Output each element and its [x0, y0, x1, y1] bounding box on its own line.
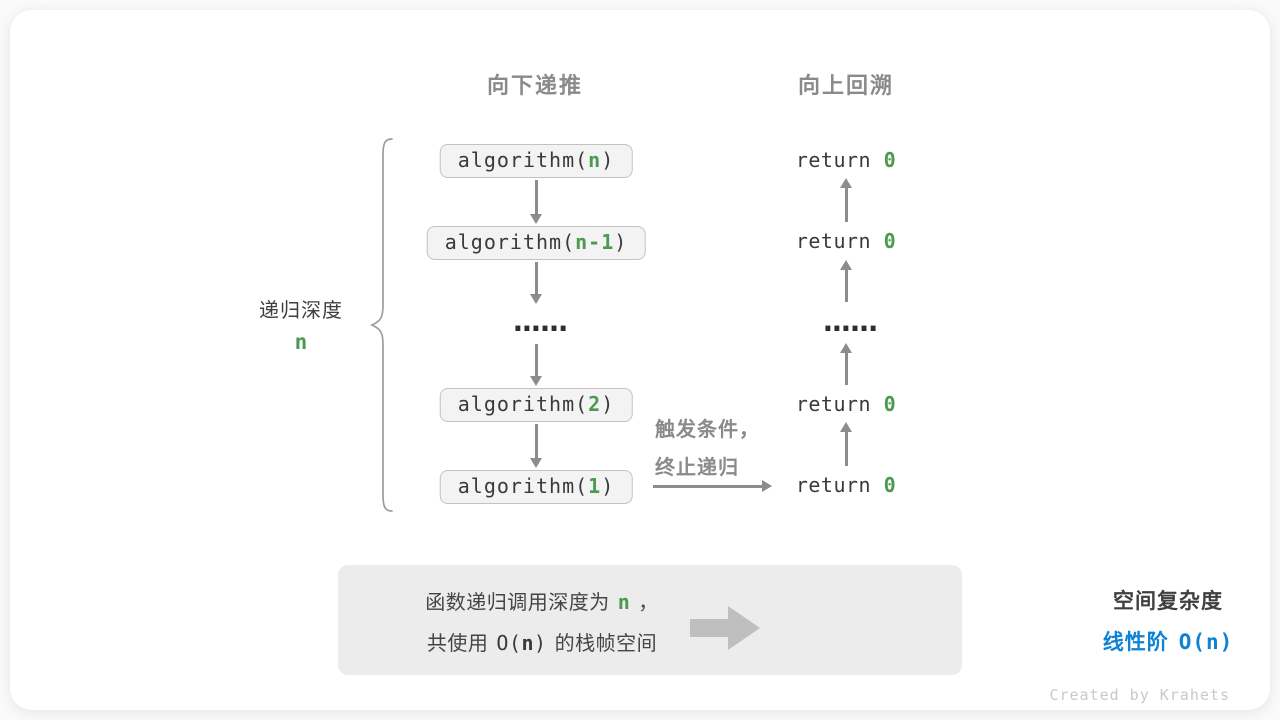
code-text: return — [795, 392, 884, 416]
call-box-algorithm-2: algorithm(2) — [439, 388, 633, 422]
code-text: return — [795, 148, 884, 172]
return-value: 0 — [883, 392, 897, 416]
call-box-algorithm-n-1: algorithm(n-1) — [426, 226, 646, 260]
code-text: algorithm( — [457, 148, 589, 172]
code-text: algorithm( — [457, 474, 589, 498]
big-arrow-right-icon — [690, 606, 760, 650]
code-text: return — [795, 229, 884, 253]
result-label: 线性阶 — [1102, 631, 1169, 654]
code-text: O( — [496, 631, 522, 655]
code-text: ) — [601, 392, 615, 416]
return-statement: return 0 — [796, 228, 896, 254]
ellipsis-down: ...... — [508, 304, 572, 339]
code-text: algorithm( — [457, 392, 589, 416]
result-big-o: O(n) — [1178, 630, 1234, 654]
summary-result: 空间复杂度 线性阶 O(n) — [1038, 582, 1280, 663]
ellipsis-up: ...... — [818, 304, 882, 339]
code-text: return — [795, 473, 884, 497]
code-arg: n-1 — [575, 230, 615, 254]
return-statement: return 0 — [796, 472, 896, 498]
arrow-right-icon — [653, 485, 763, 488]
return-statement: return 0 — [796, 391, 896, 417]
summary-line1: 函数递归调用深度为 n ， — [338, 582, 746, 623]
code-text: ) — [534, 631, 547, 655]
result-complexity: 线性阶 O(n) — [1038, 622, 1280, 663]
arrow-up-icon — [845, 187, 848, 222]
code-arg: 1 — [588, 474, 602, 498]
summary-text-part: 的栈帧空间 — [554, 633, 658, 655]
return-statement: return 0 — [796, 147, 896, 173]
code-text: algorithm( — [444, 230, 576, 254]
result-title: 空间复杂度 — [1113, 590, 1223, 613]
depth-value: n — [294, 330, 308, 354]
diagram-canvas: 向下递推 向上回溯 递归深度 n algorithm(n) algorithm(… — [10, 10, 1270, 710]
credit-text: Created by Krahets — [1049, 686, 1230, 704]
code-text: ) — [601, 474, 615, 498]
column-header-recurse-down: 向下递推 — [486, 73, 583, 98]
summary-text-part: 函数递归调用深度为 — [425, 592, 610, 614]
arrow-down-icon — [535, 262, 538, 295]
return-value: 0 — [883, 148, 897, 172]
code-text: ) — [601, 148, 615, 172]
summary-text-part: ， — [638, 592, 659, 614]
call-box-algorithm-n: algorithm(n) — [439, 144, 633, 178]
code-arg: 2 — [588, 392, 602, 416]
code-text: ) — [614, 230, 628, 254]
arrow-up-icon — [845, 269, 848, 302]
code-arg: n — [588, 148, 602, 172]
condition-label-line2: 终止递归 — [655, 457, 739, 479]
arrow-up-icon — [845, 431, 848, 466]
big-o-notation: O(n) — [496, 631, 547, 655]
arrow-down-icon — [535, 344, 538, 377]
summary-var-n: n — [521, 631, 535, 655]
return-value: 0 — [883, 229, 897, 253]
column-header-backtrack-up: 向上回溯 — [797, 73, 894, 98]
depth-label: 递归深度 — [259, 300, 343, 322]
arrow-down-icon — [535, 180, 538, 215]
condition-label-line1: 触发条件， — [655, 419, 760, 441]
call-box-algorithm-1: algorithm(1) — [439, 470, 633, 504]
summary-text-part: 共使用 — [426, 633, 489, 655]
arrow-down-icon — [535, 424, 538, 459]
summary-var-n: n — [617, 590, 631, 614]
curly-brace-icon — [369, 138, 393, 512]
return-value: 0 — [883, 473, 897, 497]
arrow-up-icon — [845, 352, 848, 385]
summary-line2: 共使用 O(n) 的栈帧空间 — [338, 623, 746, 664]
